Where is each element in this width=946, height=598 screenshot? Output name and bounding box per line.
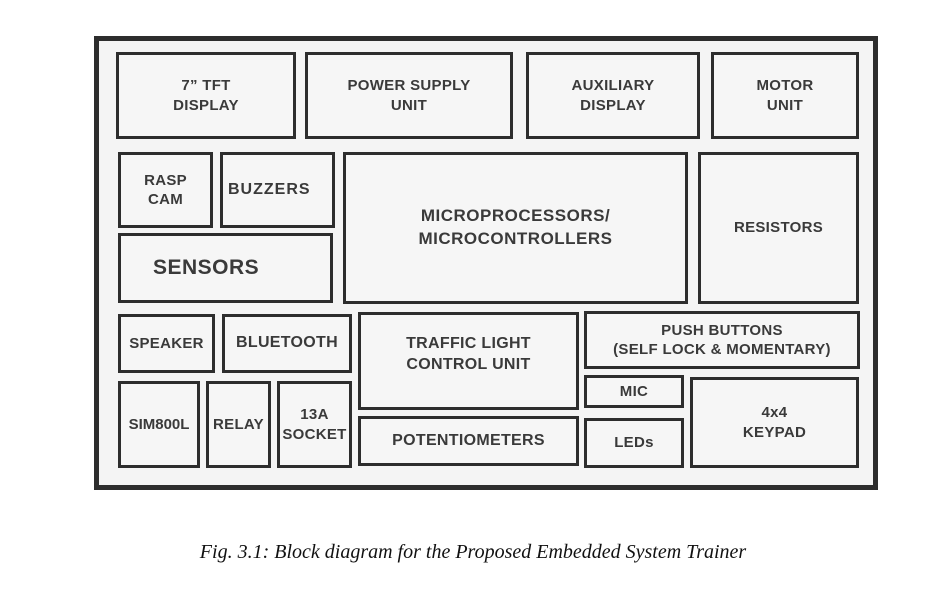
block-label: MOTOR UNIT <box>756 77 814 114</box>
block-label: BUZZERS <box>228 180 311 198</box>
block-label: AUXILIARY DISPLAY <box>571 77 655 114</box>
block-label: 7” TFT DISPLAY <box>173 77 239 114</box>
block-speaker: SPEAKER <box>118 314 215 373</box>
block-7-tft-display: 7” TFT DISPLAY <box>116 52 296 139</box>
block-13a-socket: 13A SOCKET <box>277 381 352 468</box>
block-label: RELAY <box>213 415 264 433</box>
block-label: SIM800L <box>128 415 190 433</box>
block-label: MIC <box>619 382 649 400</box>
block-microprocessors: MICROPROCESSORS/ MICROCONTROLLERS <box>343 152 688 304</box>
block-leds: LEDs <box>584 418 684 468</box>
block-mic: MIC <box>584 375 684 408</box>
block-push-buttons: PUSH BUTTONS (SELF LOCK & MOMENTARY) <box>584 311 860 369</box>
block-rasp-cam: RASP CAM <box>118 152 213 228</box>
block-label: 13A SOCKET <box>282 406 347 443</box>
block-label: POWER SUPPLY UNIT <box>347 77 471 114</box>
block-4x4-keypad: 4x4 KEYPAD <box>690 377 859 468</box>
block-label: RASP CAM <box>144 171 187 209</box>
block-label: SPEAKER <box>129 334 204 352</box>
block-label: POTENTIOMETERS <box>392 431 545 449</box>
block-relay: RELAY <box>206 381 271 468</box>
block-label: PUSH BUTTONS (SELF LOCK & MOMENTARY) <box>613 321 831 359</box>
block-label: TRAFFIC LIGHT CONTROL UNIT <box>406 335 531 373</box>
block-label: LEDs <box>614 434 654 452</box>
block-auxiliary-display: AUXILIARY DISPLAY <box>526 52 700 139</box>
block-sensors: SENSORS <box>118 233 333 303</box>
block-bluetooth: BLUETOOTH <box>222 314 352 373</box>
block-traffic-light-control-unit: TRAFFIC LIGHT CONTROL UNIT <box>358 312 579 410</box>
block-label: MICROPROCESSORS/ MICROCONTROLLERS <box>418 206 613 248</box>
block-potentiometers: POTENTIOMETERS <box>358 416 579 466</box>
block-label: 4x4 KEYPAD <box>742 404 807 441</box>
block-label: BLUETOOTH <box>236 334 338 352</box>
block-motor-unit: MOTOR UNIT <box>711 52 859 139</box>
block-resistors: RESISTORS <box>698 152 859 304</box>
block-label: SENSORS <box>153 256 260 280</box>
block-buzzers: BUZZERS <box>220 152 335 228</box>
block-label: RESISTORS <box>733 219 824 237</box>
block-power-supply-unit: POWER SUPPLY UNIT <box>305 52 513 139</box>
figure-caption: Fig. 3.1: Block diagram for the Proposed… <box>199 541 747 563</box>
block-sim800l: SIM800L <box>118 381 200 468</box>
